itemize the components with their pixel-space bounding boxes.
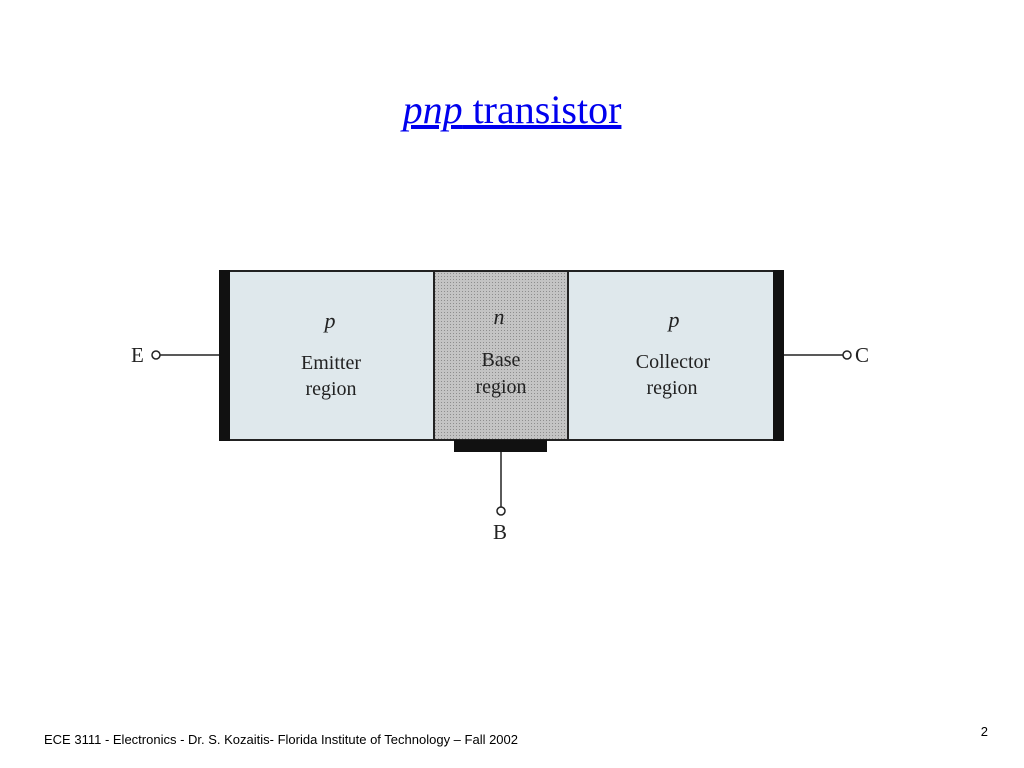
base-region-label: region bbox=[475, 376, 526, 398]
footer-text: ECE 3111 - Electronics - Dr. S. Kozaitis… bbox=[44, 732, 518, 747]
title-italic-part: pnp bbox=[402, 87, 463, 132]
emitter-region-label: region bbox=[305, 378, 356, 400]
base-terminal bbox=[496, 506, 506, 516]
page-number: 2 bbox=[980, 724, 988, 739]
emitter-terminal bbox=[151, 350, 161, 360]
emitter-terminal-label: E bbox=[131, 343, 144, 367]
emitter-contact bbox=[219, 270, 230, 441]
slide-title[interactable]: pnp transistor bbox=[0, 86, 1024, 133]
collector-name-label: Collector bbox=[636, 351, 711, 373]
collector-terminal bbox=[842, 350, 852, 360]
collector-terminal-label: C bbox=[855, 343, 869, 367]
emitter-region bbox=[225, 270, 435, 441]
collector-doping-label: p bbox=[667, 307, 680, 332]
base-doping-label: n bbox=[494, 304, 505, 329]
emitter-name-label: Emitter bbox=[301, 352, 361, 374]
emitter-doping-label: p bbox=[323, 308, 336, 333]
collector-region-label: region bbox=[646, 377, 697, 399]
collector-contact bbox=[773, 270, 784, 441]
base-name-label: Base bbox=[482, 349, 521, 371]
base-terminal-label: B bbox=[493, 520, 507, 544]
base-contact bbox=[454, 440, 547, 452]
title-rest: transistor bbox=[462, 87, 622, 132]
